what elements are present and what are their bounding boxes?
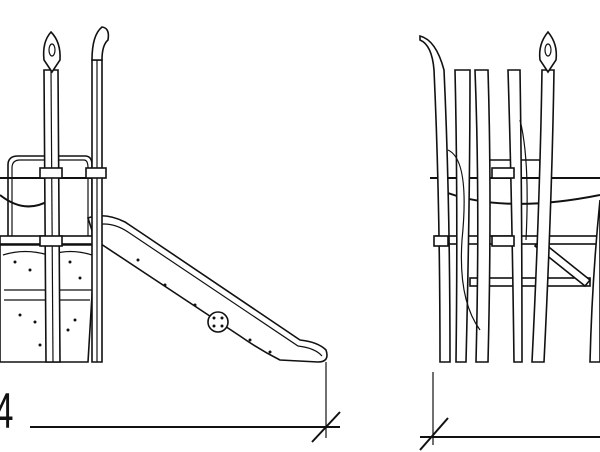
slide [87,214,328,363]
slide-hub [207,311,229,333]
front-view-right [419,30,600,363]
dimension-line-right [419,372,600,451]
post-finial [42,30,61,74]
side-view-left [0,26,328,363]
dimension-line-left [30,362,341,443]
post-finial-right [531,69,555,363]
post-curved [419,34,451,363]
bolt-dots [13,260,82,347]
post-curved-top [91,26,110,61]
dimension-label: 4 [0,386,13,436]
